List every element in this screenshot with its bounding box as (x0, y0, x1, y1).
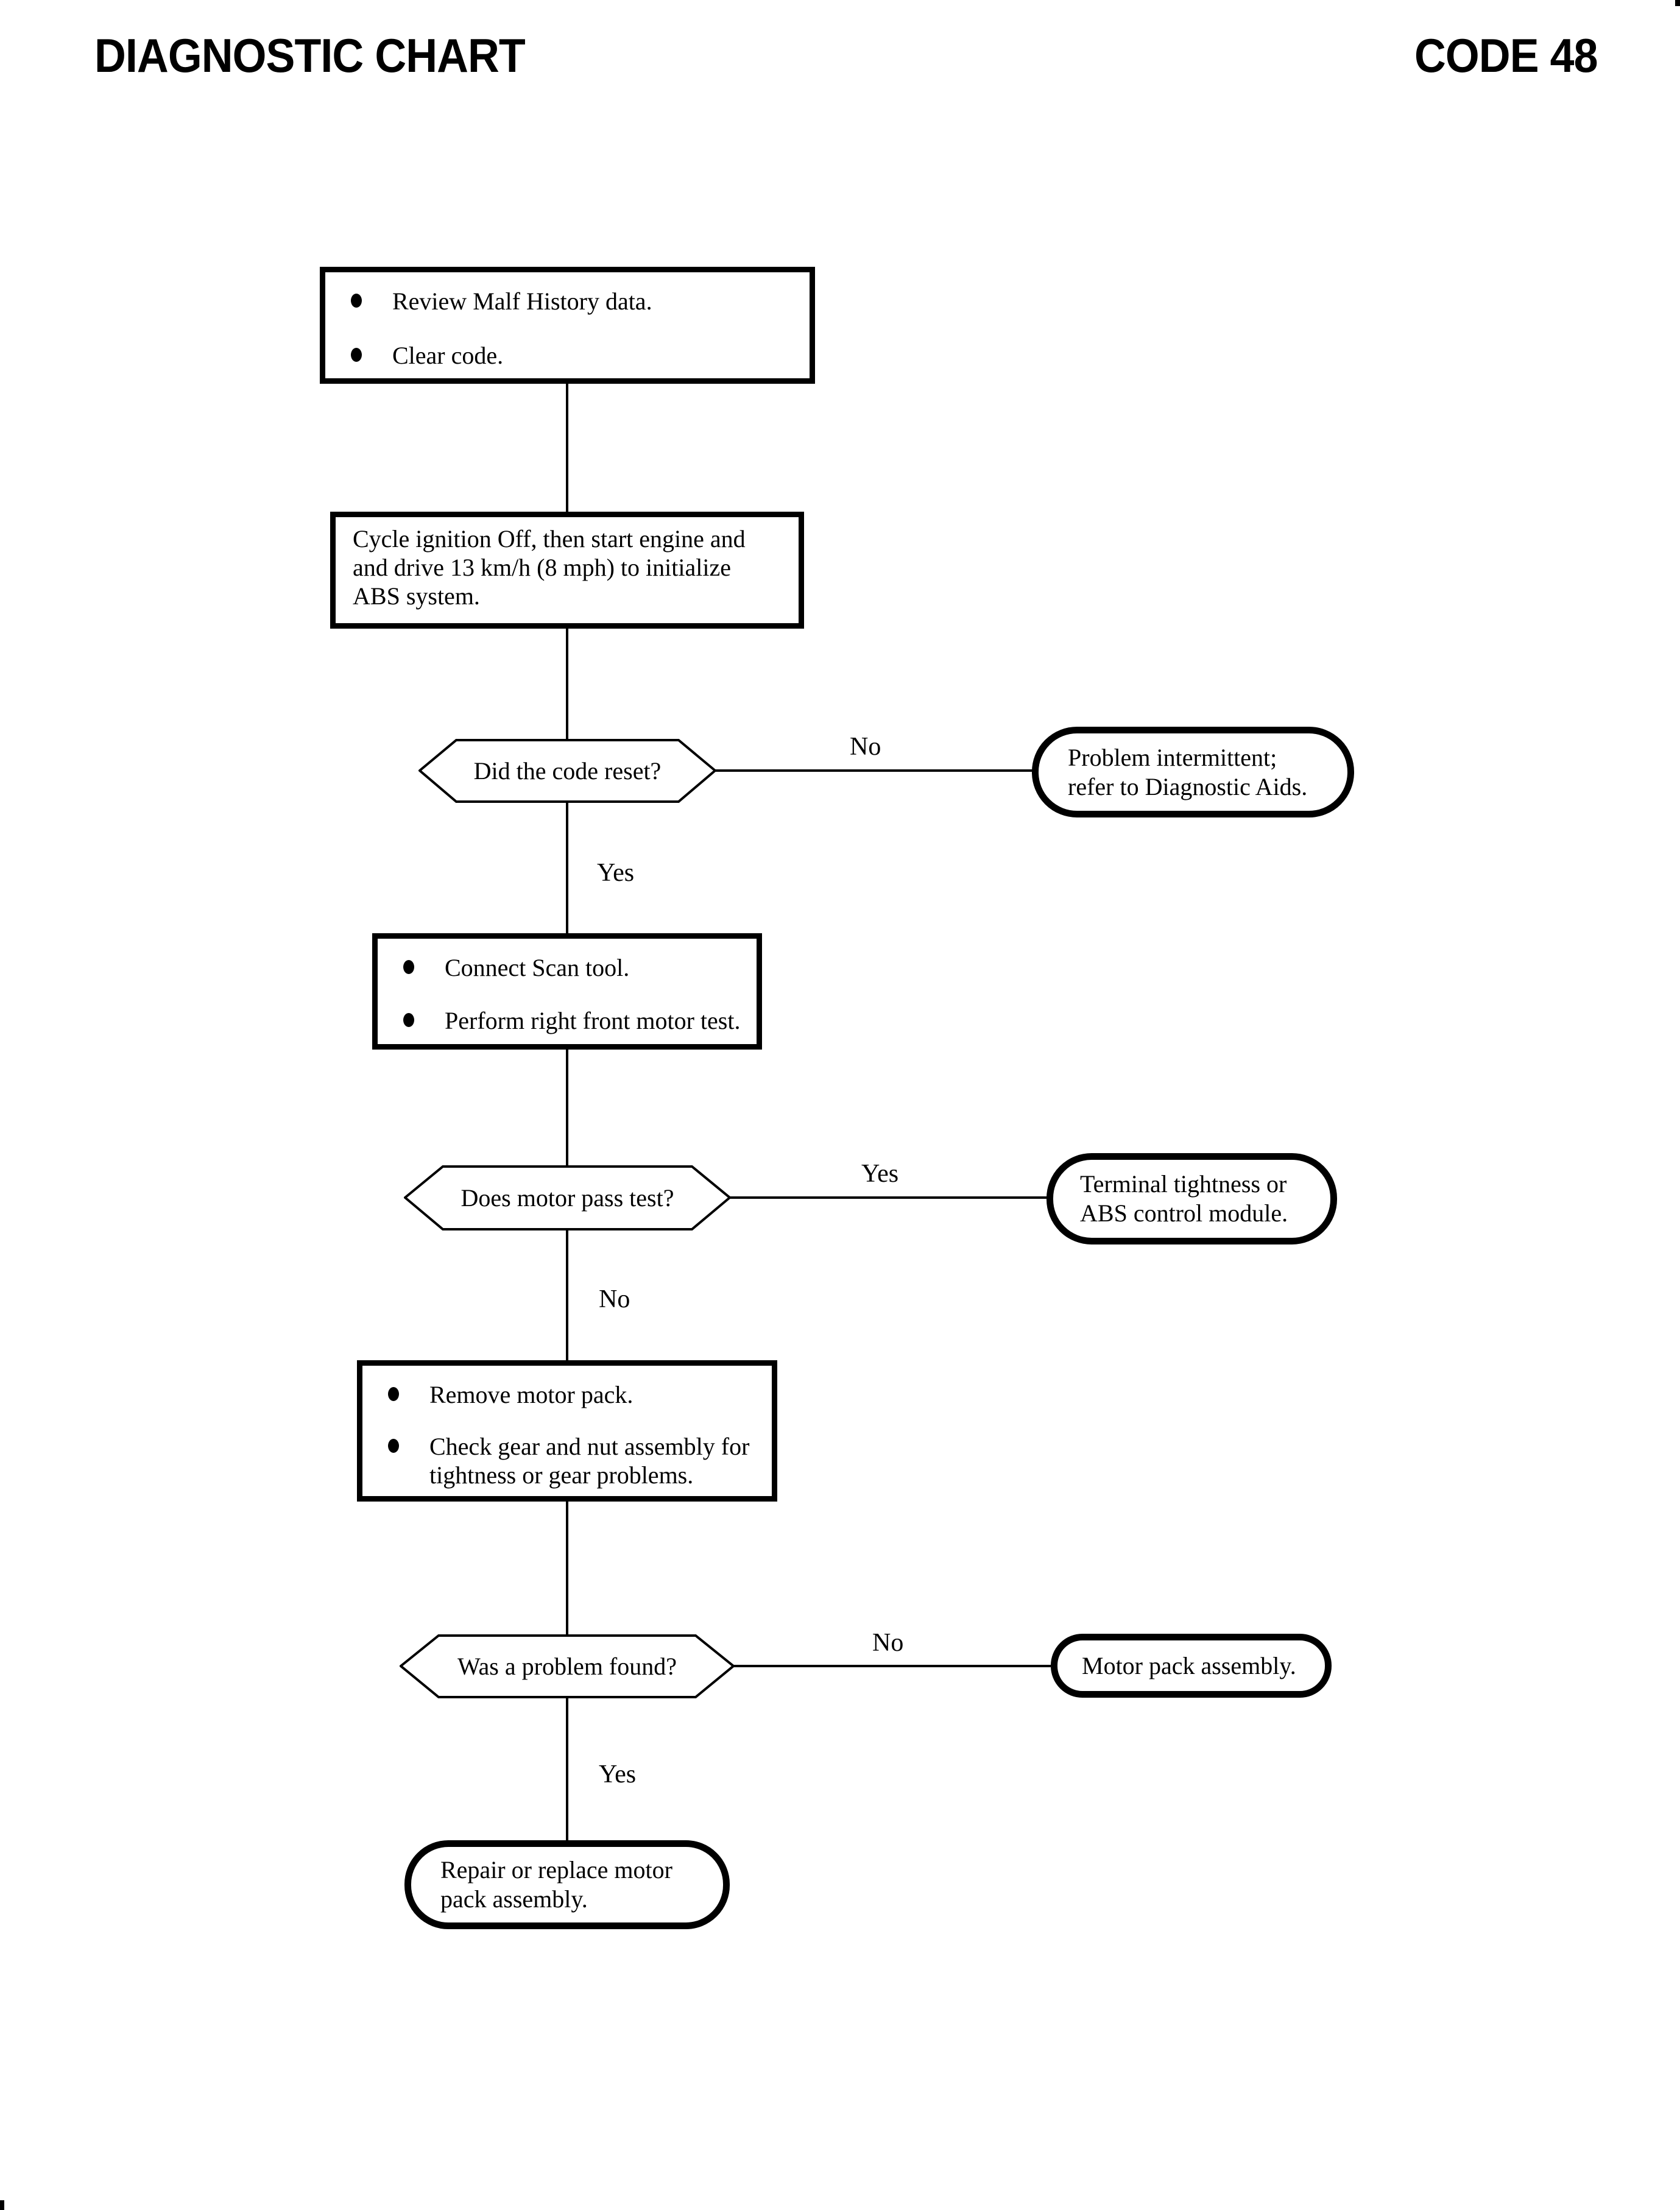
result-text-line: ABS control module. (1080, 1199, 1288, 1227)
hexagon-outline (418, 739, 716, 803)
result-text-line: Terminal tightness or (1080, 1170, 1287, 1198)
connector-step2-decision1 (566, 629, 568, 741)
result-box-problem-intermittent: Problem intermittent; refer to Diagnosti… (1032, 727, 1354, 817)
terminal-text-line: pack assembly. (440, 1885, 588, 1913)
list-item: Review Malf History data. (342, 287, 794, 316)
edge-label-yes-3: Yes (599, 1760, 637, 1788)
decision-motor-pass-test: Does motor pass test? (404, 1165, 731, 1230)
hexagon-outline (404, 1165, 731, 1230)
edge-label-no-3: No (872, 1629, 904, 1657)
decision-question: Was a problem found? (457, 1653, 677, 1680)
decision-question: Does motor pass test? (461, 1184, 674, 1212)
bullet-icon (403, 960, 414, 974)
connector-decision2-yes-branch (730, 1196, 1049, 1199)
decision-question: Did the code reset? (473, 757, 662, 785)
list-item: Clear code. (342, 341, 794, 370)
connector-step3-decision2 (566, 1050, 568, 1167)
result-text-line: Problem intermittent; (1068, 743, 1277, 771)
page-title: DIAGNOSTIC CHART (94, 29, 526, 82)
list-item: Perform right front motor test. (395, 1006, 748, 1035)
process-text-line: Cycle ignition Off, then start engine an… (353, 525, 746, 552)
edge-label-yes-2: Yes (861, 1160, 899, 1188)
connector-decision1-no-branch (711, 769, 1034, 772)
bullet-text: Check gear and nut assembly for tightnes… (429, 1433, 750, 1489)
bullet-icon (351, 348, 362, 362)
connector-decision1-step3 (566, 802, 568, 933)
connector-step4-decision3 (566, 1502, 568, 1636)
result-text-line: Motor pack assembly. (1082, 1651, 1296, 1679)
list-item: Connect Scan tool. (395, 953, 748, 982)
decision-problem-found: Was a problem found? (400, 1634, 735, 1698)
terminal-text-line: Repair or replace motor (440, 1856, 672, 1883)
edge-label-no-2: No (599, 1285, 630, 1313)
process-text-line: and drive 13 km/h (8 mph) to initialize (353, 554, 731, 582)
process-box-scan-tool: Connect Scan tool. Perform right front m… (372, 933, 762, 1050)
process-box-cycle-ignition: Cycle ignition Off, then start engine an… (330, 512, 804, 629)
result-box-terminal-tightness: Terminal tightness or ABS control module… (1046, 1153, 1337, 1244)
result-text-line: refer to Diagnostic Aids. (1068, 772, 1308, 800)
process-box-review-clear: Review Malf History data. Clear code. (320, 267, 815, 384)
page-code: CODE 48 (1414, 29, 1598, 82)
bullet-icon (403, 1013, 414, 1028)
scan-artifact (0, 2200, 4, 2210)
connector-decision3-terminal (566, 1697, 568, 1840)
edge-label-yes-1: Yes (597, 859, 635, 887)
connector-decision3-no-branch (733, 1665, 1051, 1667)
result-box-motor-pack-assembly: Motor pack assembly. (1051, 1634, 1332, 1698)
process-box-remove-motor-pack: Remove motor pack. Check gear and nut as… (357, 1360, 777, 1502)
list-item: Check gear and nut assembly for tightnes… (379, 1432, 762, 1489)
connector-step1-step2 (566, 384, 568, 512)
bullet-text: Connect Scan tool. (445, 954, 630, 981)
decision-did-code-reset: Did the code reset? (418, 739, 716, 803)
bullet-icon (388, 1439, 399, 1453)
hexagon-outline (400, 1634, 735, 1698)
bullet-text: Review Malf History data. (392, 288, 652, 315)
list-item: Remove motor pack. (379, 1380, 762, 1409)
bullet-text: Remove motor pack. (429, 1381, 634, 1408)
bullet-icon (351, 294, 362, 308)
process-text-line: ABS system. (353, 582, 480, 610)
bullet-icon (388, 1387, 399, 1401)
scan-artifact (1675, 0, 1680, 6)
terminal-box-repair-replace: Repair or replace motor pack assembly. (404, 1840, 730, 1929)
edge-label-no-1: No (850, 733, 881, 761)
connector-decision2-step4 (566, 1229, 568, 1360)
bullet-text: Perform right front motor test. (445, 1007, 741, 1035)
bullet-text: Clear code. (392, 342, 504, 370)
